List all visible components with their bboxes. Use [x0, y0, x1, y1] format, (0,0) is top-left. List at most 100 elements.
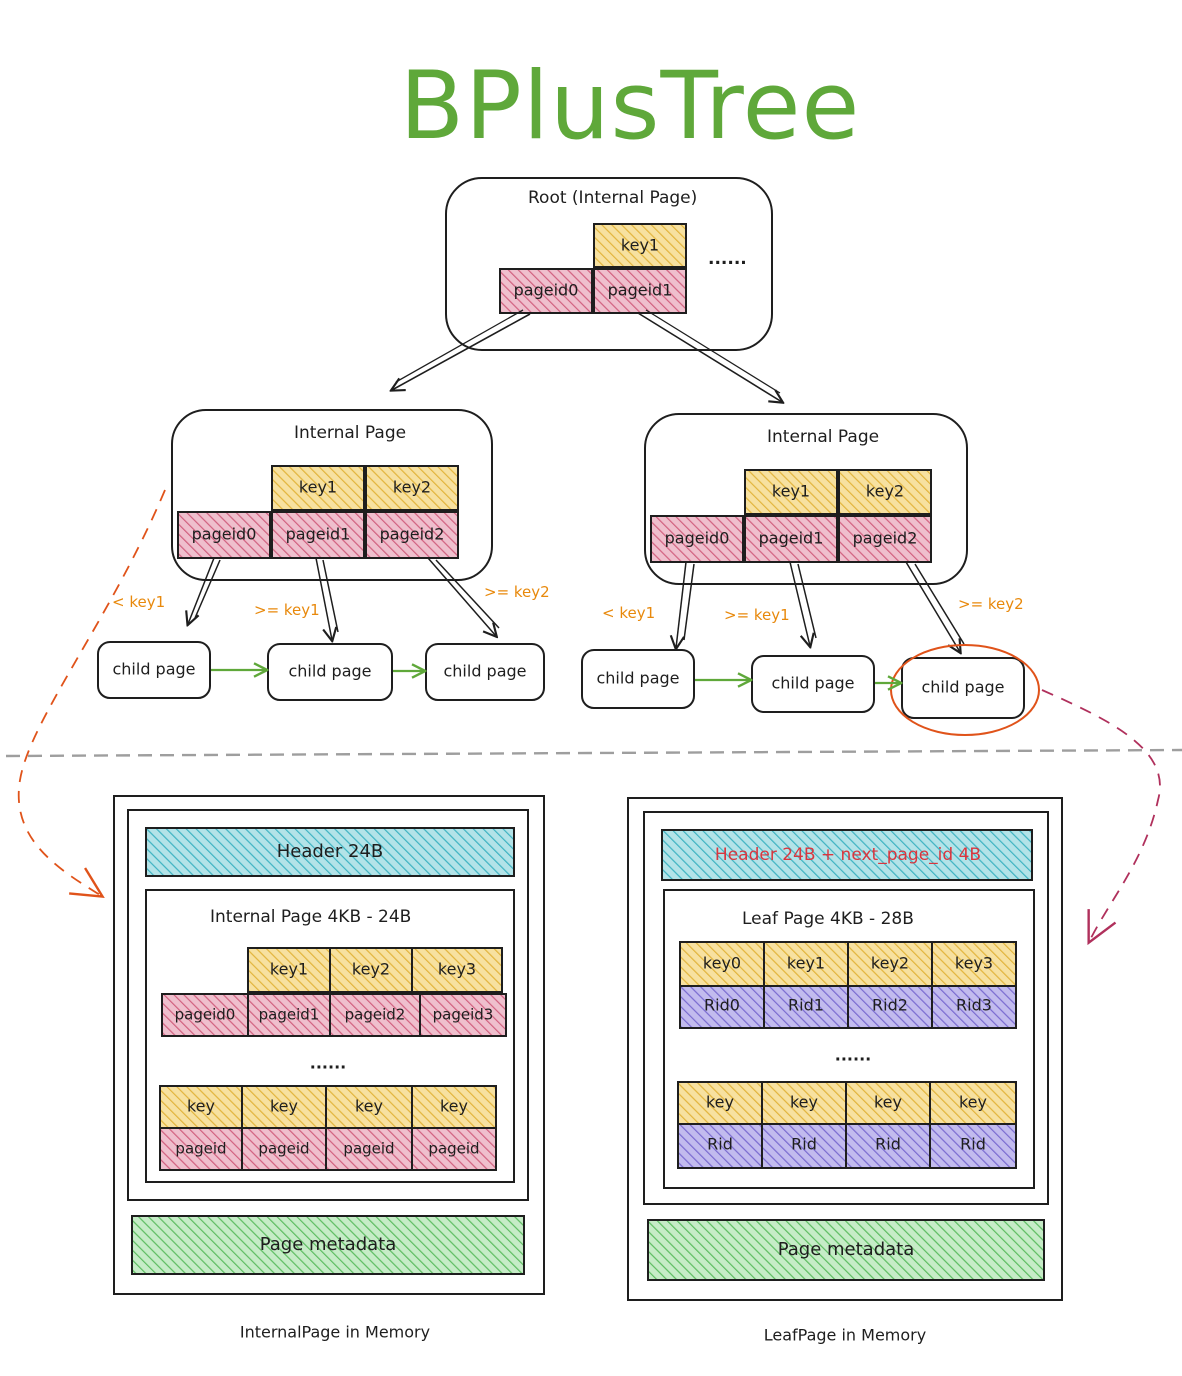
ipl-key2-label: key2 [393, 478, 431, 497]
lm-row1-key-cell [931, 941, 1017, 987]
root-arrow-left [392, 309, 531, 390]
ipr-child-page-1-label: child page [771, 674, 854, 693]
im-row2-key-3: key [440, 1097, 468, 1116]
im-row2-pageid-cell [325, 1127, 413, 1171]
im-row2-key-2: key [355, 1097, 383, 1116]
ipl-key1-label: key1 [299, 478, 337, 497]
ipr-child-page-2-label: child page [921, 678, 1004, 697]
ipr-condition-2: >= key2 [958, 595, 1024, 613]
root-ellipsis: ...... [708, 249, 747, 269]
im-ellipsis: ...... [310, 1054, 346, 1073]
lm-row1-rid-cell [679, 985, 765, 1029]
im-row1-key-cell [411, 947, 503, 993]
lm-row2-rid-1: Rid [791, 1135, 817, 1154]
im-row2-pageid-2: pageid [343, 1140, 394, 1158]
im-row1-pageid-1: pageid1 [259, 1006, 320, 1024]
ipl-child-page-0 [97, 641, 211, 699]
lm-row1-rid-2: Rid2 [872, 996, 908, 1015]
im-header-block [145, 827, 515, 877]
ipr-pageid1-label: pageid1 [759, 529, 824, 548]
root-pageid1-label: pageid1 [608, 281, 673, 300]
ipl-children: child page child page child page [97, 641, 545, 701]
im-row2-key-0: key [187, 1097, 215, 1116]
internal-page-left-label: Internal Page [294, 423, 406, 443]
ipr-pageid2-cell [838, 515, 932, 563]
im-body-title: Internal Page 4KB - 24B [210, 907, 411, 927]
root-node: Root (Internal Page) key1 pageid0 pageid… [445, 177, 773, 351]
internal-page-right-label: Internal Page [767, 427, 879, 447]
lm-metadata-block [647, 1219, 1045, 1281]
lm-row1-rid-1: Rid1 [788, 996, 824, 1015]
lm-row1-rid-cell [931, 985, 1017, 1029]
im-row2-pageid-1: pageid [258, 1140, 309, 1158]
lm-row1-key-0: key0 [703, 954, 741, 973]
im-row1-pageid-cell [247, 993, 331, 1037]
ipl-sibling-arrows [211, 670, 424, 671]
lm-row2-key-0: key [706, 1093, 734, 1112]
lm-row1-rid-0: Rid0 [704, 996, 740, 1015]
im-row1-pageid-2: pageid2 [345, 1006, 406, 1024]
ipr-key1-cell [744, 469, 838, 515]
im-row2-key-1: key [270, 1097, 298, 1116]
root-key-label: key1 [621, 236, 659, 255]
section-divider [5, 748, 1182, 758]
im-row2-key-cell [325, 1085, 413, 1129]
lm-row2-rid-cell [845, 1123, 931, 1169]
lm-row2-key-cell [929, 1081, 1017, 1125]
ipl-condition-0: < key1 [112, 593, 165, 611]
leaf-page-memory: Header 24B + next_page_id 4B Leaf Page 4… [627, 797, 1063, 1301]
ipr-pageid1-cell [744, 515, 838, 563]
ipl-pageid1-label: pageid1 [286, 525, 351, 544]
ipr-child-page-0 [581, 649, 695, 709]
ipr-key2-cell [838, 469, 932, 515]
lm-row2-key-2: key [874, 1093, 902, 1112]
im-row1-pageid-0: pageid0 [175, 1006, 236, 1024]
ipr-key1-label: key1 [772, 482, 810, 501]
lm-ellipsis: ...... [835, 1046, 871, 1065]
lm-metadata-label: Page metadata [778, 1239, 915, 1260]
internal-page-left: Internal Page key1 key2 pageid0 pageid1 … [171, 409, 493, 581]
lm-header-label: Header 24B + next_page_id 4B [715, 845, 981, 865]
lm-row2-key-cell [761, 1081, 847, 1125]
ipl-key2-cell [365, 465, 459, 511]
ipr-key2-label: key2 [866, 482, 904, 501]
lm-row2-key-cell [845, 1081, 931, 1125]
ipr-pageid0-label: pageid0 [665, 529, 730, 548]
root-arrow-right [637, 309, 782, 402]
im-caption: InternalPage in Memory [240, 1323, 430, 1342]
diagram-title: BPlusTree [400, 52, 861, 161]
im-row2-pageid-cell [411, 1127, 497, 1171]
ipl-pageid2-cell [365, 511, 459, 559]
ipl-child-page-1-label: child page [288, 662, 371, 681]
im-row2-pageid-cell [159, 1127, 243, 1171]
lm-row2-rid-3: Rid [960, 1135, 986, 1154]
im-metadata-block [131, 1215, 525, 1275]
lm-row1-key-3: key3 [955, 954, 993, 973]
ipr-sibling-arrows [695, 680, 900, 683]
im-header-label: Header 24B [277, 841, 384, 862]
lm-row1-rid-cell [763, 985, 849, 1029]
ipl-key1-cell [271, 465, 365, 511]
im-row1-key-2: key3 [438, 960, 476, 979]
lm-caption: LeafPage in Memory [764, 1326, 926, 1345]
lm-row1-key-cell [763, 941, 849, 987]
internal-page-right: Internal Page key1 key2 pageid0 pageid1 … [644, 413, 968, 585]
lm-row2-rid-2: Rid [875, 1135, 901, 1154]
lm-row1-rid-cell [847, 985, 933, 1029]
im-row1-key-0: key1 [270, 960, 308, 979]
im-row1-pageid-3: pageid3 [433, 1006, 494, 1024]
lm-row1-key-2: key2 [871, 954, 909, 973]
lm-row1-rid-3: Rid3 [956, 996, 992, 1015]
lm-row2-key-3: key [959, 1093, 987, 1112]
im-metadata-label: Page metadata [260, 1234, 397, 1255]
ipl-pageid0-cell [177, 511, 271, 559]
lm-row2-rid-cell [929, 1123, 1017, 1169]
root-pageid0-cell [499, 268, 593, 314]
lm-header-block [661, 829, 1033, 881]
root-pageid1-cell [593, 268, 687, 314]
im-row1-pageid-cell [329, 993, 421, 1037]
internal-page-memory: Header 24B Internal Page 4KB - 24B key1 … [113, 795, 545, 1295]
ipr-pageid0-cell [650, 515, 744, 563]
im-row1-key-cell [247, 947, 331, 993]
